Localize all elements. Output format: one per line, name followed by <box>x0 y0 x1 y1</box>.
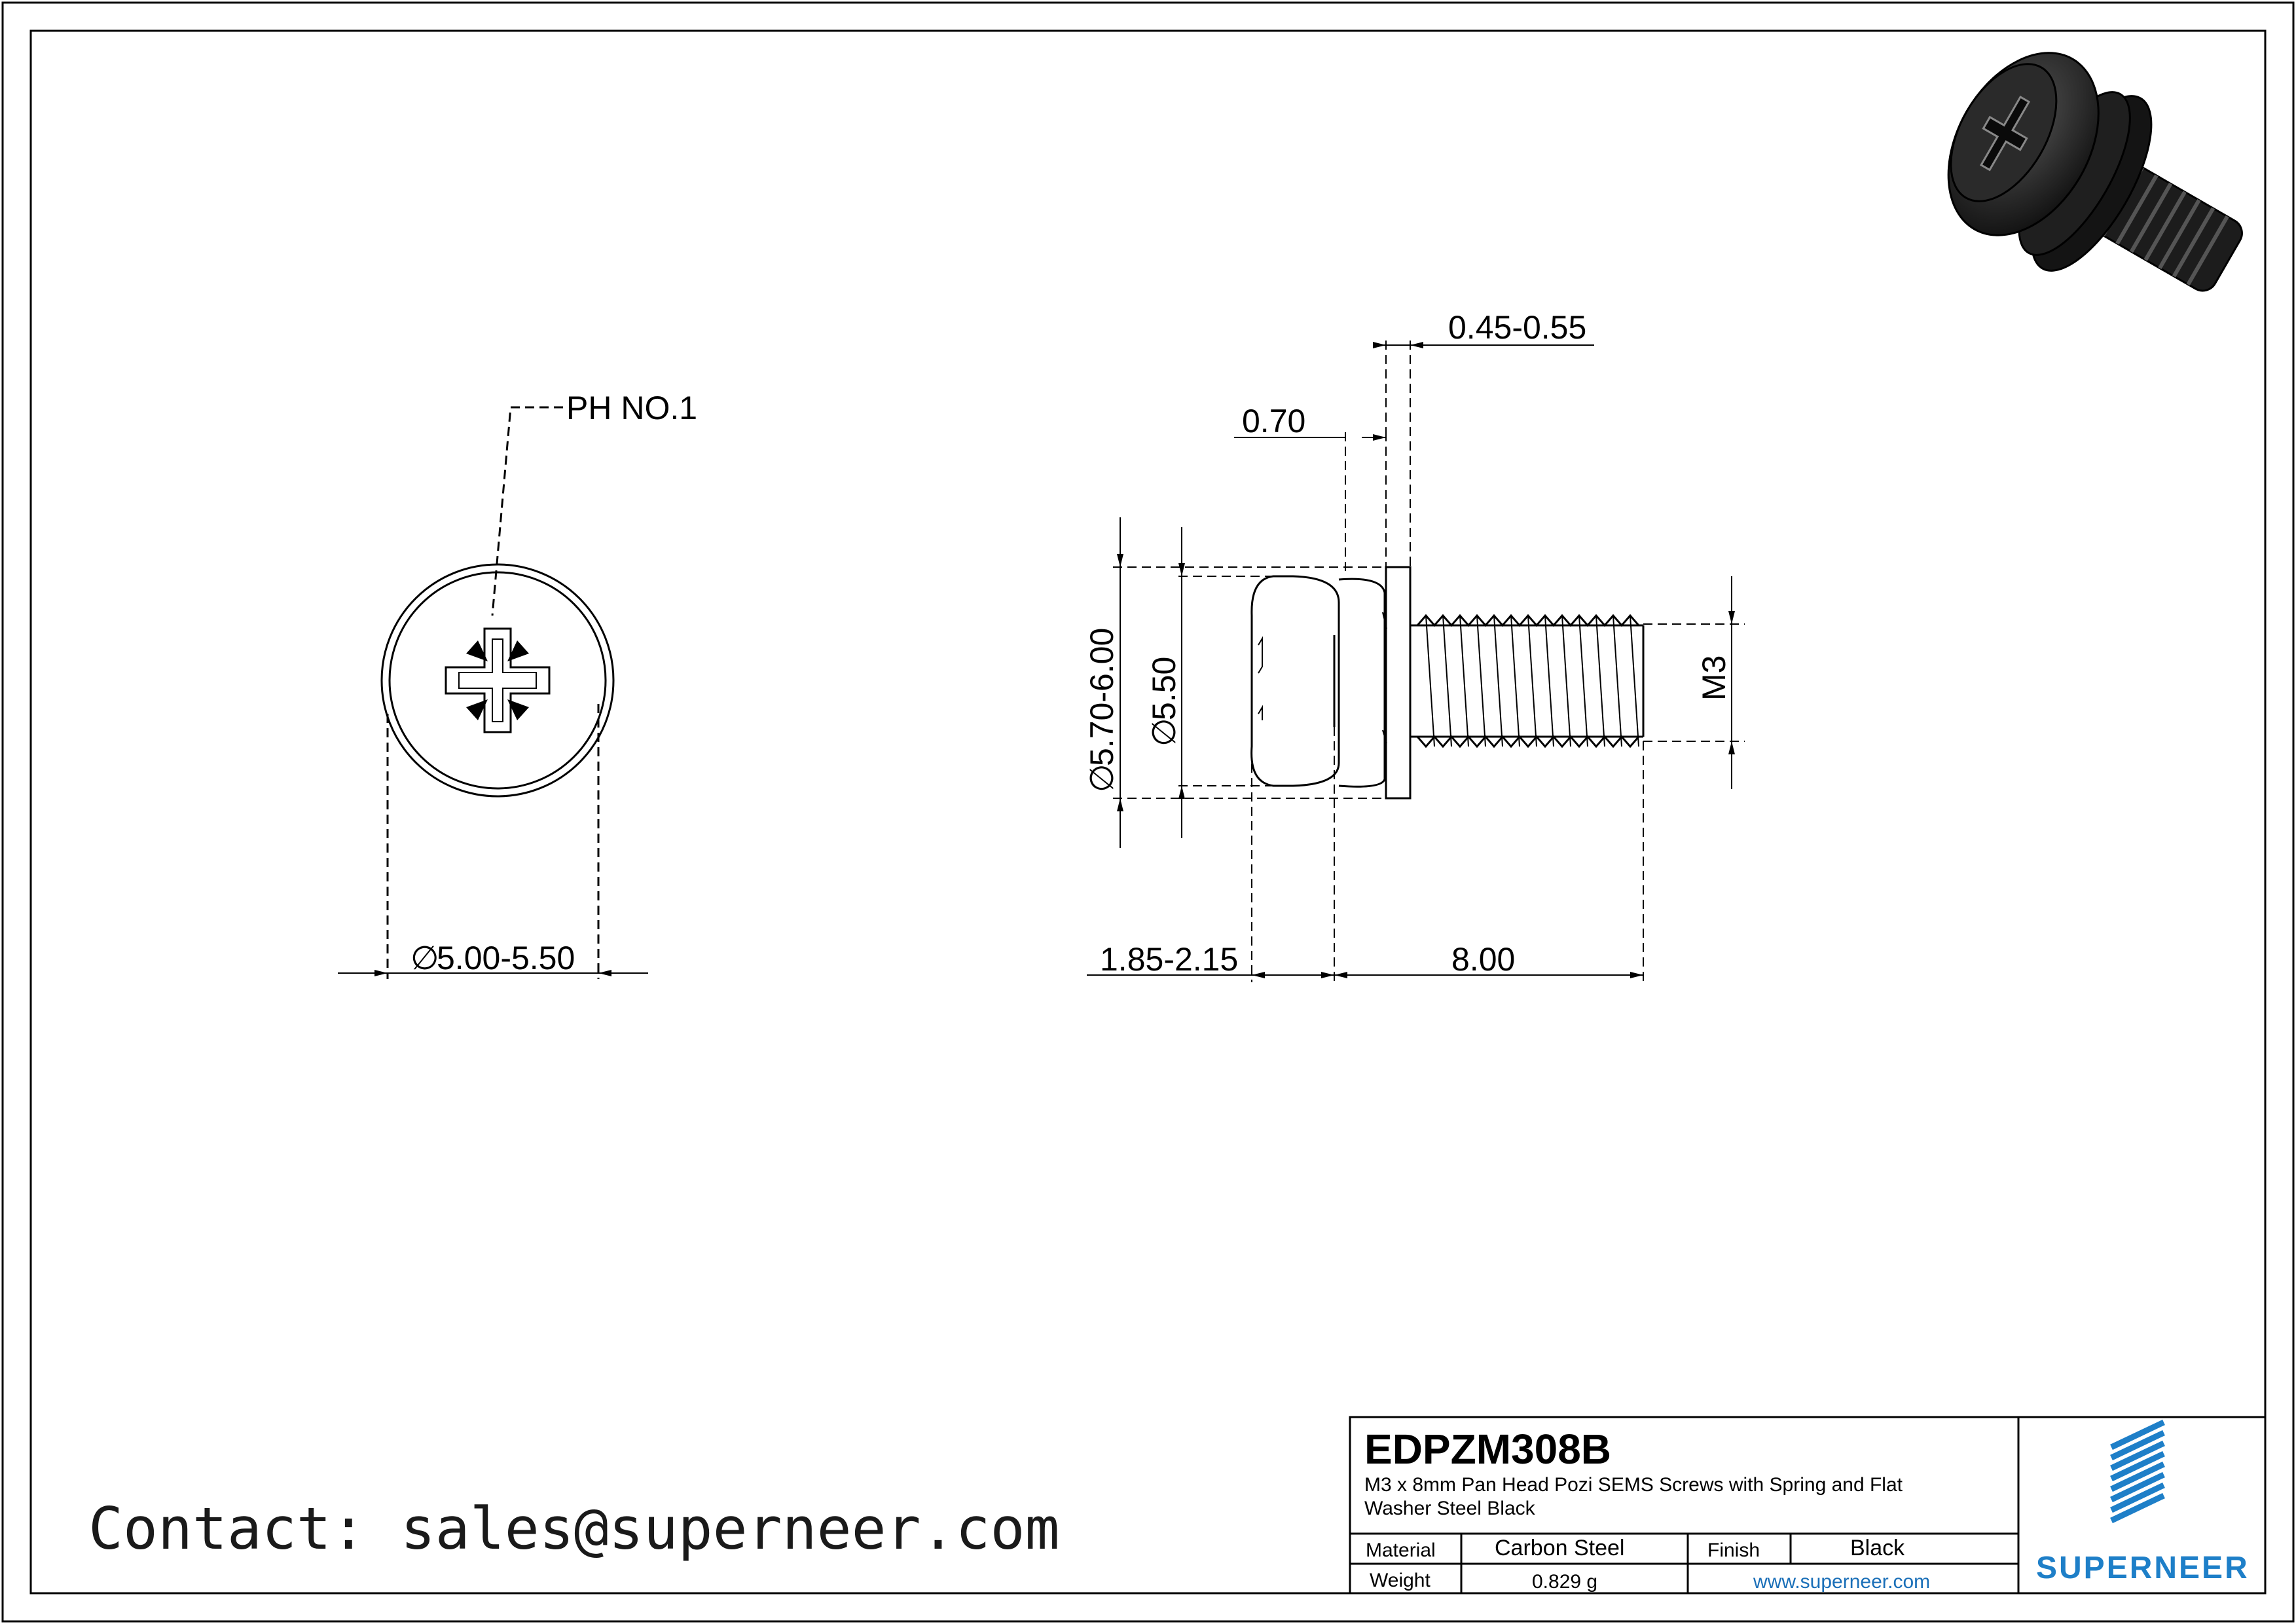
title-block <box>1349 1416 2267 1595</box>
diameter-symbol-front: ∅ <box>410 940 439 976</box>
material-value: Carbon Steel <box>1495 1536 1624 1560</box>
finish-value: Black <box>1850 1536 1905 1560</box>
weight-value: 0.829 g <box>1532 1571 1597 1593</box>
dim-washer-thickness: 0.45-0.55 <box>1448 309 1586 346</box>
superneer-logo: SUPERNEER <box>2036 1419 2250 1585</box>
finish-label: Finish <box>1707 1540 1760 1561</box>
dim-thread-size: M3 <box>1696 655 1732 701</box>
diameter-symbol-head: ∅ <box>1146 718 1182 747</box>
contact-email: Contact: sales@superneer.com <box>88 1495 1059 1562</box>
part-number: EDPZM308B <box>1364 1426 1611 1473</box>
inner-frame <box>29 29 2267 1595</box>
head-profile <box>1250 575 1340 787</box>
description-line2: Washer Steel Black <box>1364 1498 1536 1519</box>
dim-head-dia-front: 5.00-5.50 <box>437 940 575 976</box>
description-line1: M3 x 8mm Pan Head Pozi SEMS Screws with … <box>1364 1474 1903 1496</box>
head-inner-circle <box>388 571 607 790</box>
pozi-recess <box>445 627 551 733</box>
dim-head-height: 1.85-2.15 <box>1100 941 1238 978</box>
thread-shank <box>1410 614 1645 748</box>
diameter-symbol-washer: ∅ <box>1084 764 1120 792</box>
side-view <box>1087 341 1745 982</box>
dim-length: 8.00 <box>1451 941 1515 978</box>
material-label: Material <box>1366 1540 1436 1561</box>
website-link[interactable]: www.superneer.com <box>1753 1571 1930 1593</box>
screw-3d-render <box>1947 52 2243 292</box>
drive-callout: PH NO.1 <box>566 390 697 426</box>
front-view <box>338 406 648 979</box>
weight-label: Weight <box>1370 1570 1430 1591</box>
spring-washer <box>1338 578 1386 788</box>
dim-washer-od: 5.70-6.00 <box>1084 628 1120 766</box>
logo-stripes-icon <box>2110 1419 2165 1524</box>
flat-washer <box>1385 566 1412 800</box>
dim-spring-thickness: 0.70 <box>1242 403 1305 439</box>
dim-head-dia: 5.50 <box>1146 657 1182 720</box>
head-outer-circle <box>380 563 615 798</box>
brand-name: SUPERNEER <box>2036 1551 2250 1585</box>
